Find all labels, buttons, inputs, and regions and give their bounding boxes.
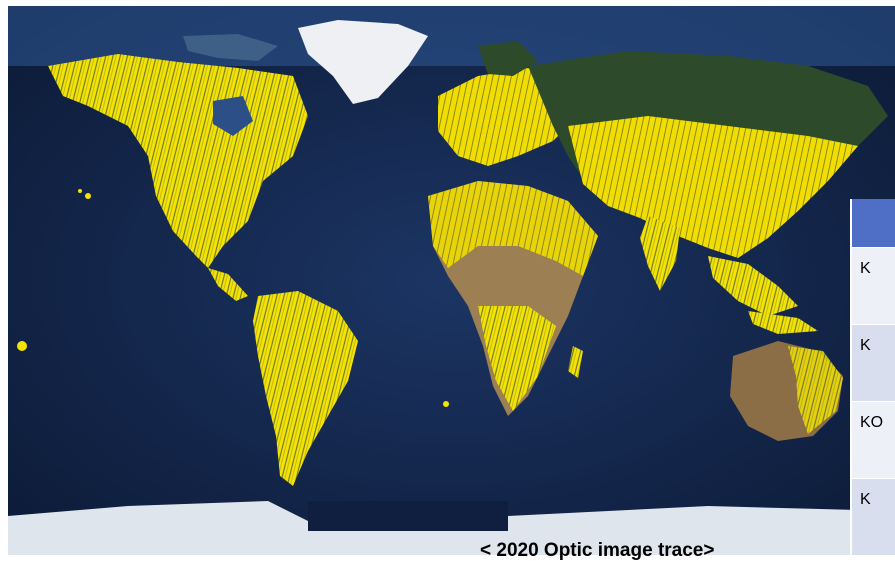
map-caption: < 2020 Optic image trace>	[480, 540, 715, 561]
table-cell: K	[860, 491, 871, 508]
ross-shelf	[308, 501, 508, 531]
table-cell: KO	[860, 414, 884, 431]
table-row: KO	[852, 401, 895, 478]
southeast-asia	[708, 256, 798, 316]
scandinavia	[478, 41, 538, 76]
table-cell: K	[860, 337, 871, 354]
island-2	[78, 189, 82, 193]
asia-traces	[568, 116, 858, 258]
table-cell: K	[860, 260, 871, 277]
table-row: K	[852, 247, 895, 324]
hudson-bay	[213, 96, 253, 136]
canada-islands	[183, 34, 278, 61]
india	[640, 216, 680, 291]
data-table: K K KO K	[850, 199, 895, 561]
arctic-shelf	[8, 6, 895, 66]
world-map-canvas	[8, 6, 895, 555]
island-4	[443, 401, 449, 407]
island-3	[17, 341, 27, 351]
africa-traces	[428, 181, 598, 276]
south-america	[253, 291, 358, 486]
table-row: K	[852, 478, 895, 555]
australia-traces	[788, 346, 843, 434]
madagascar	[568, 346, 583, 378]
central-america	[208, 268, 248, 301]
greenland	[298, 20, 428, 104]
table-header	[852, 199, 895, 247]
africa-south-traces	[478, 306, 556, 411]
table-row: K	[852, 324, 895, 401]
hawaii	[85, 193, 91, 199]
indonesia	[748, 311, 818, 334]
world-map	[8, 6, 895, 555]
